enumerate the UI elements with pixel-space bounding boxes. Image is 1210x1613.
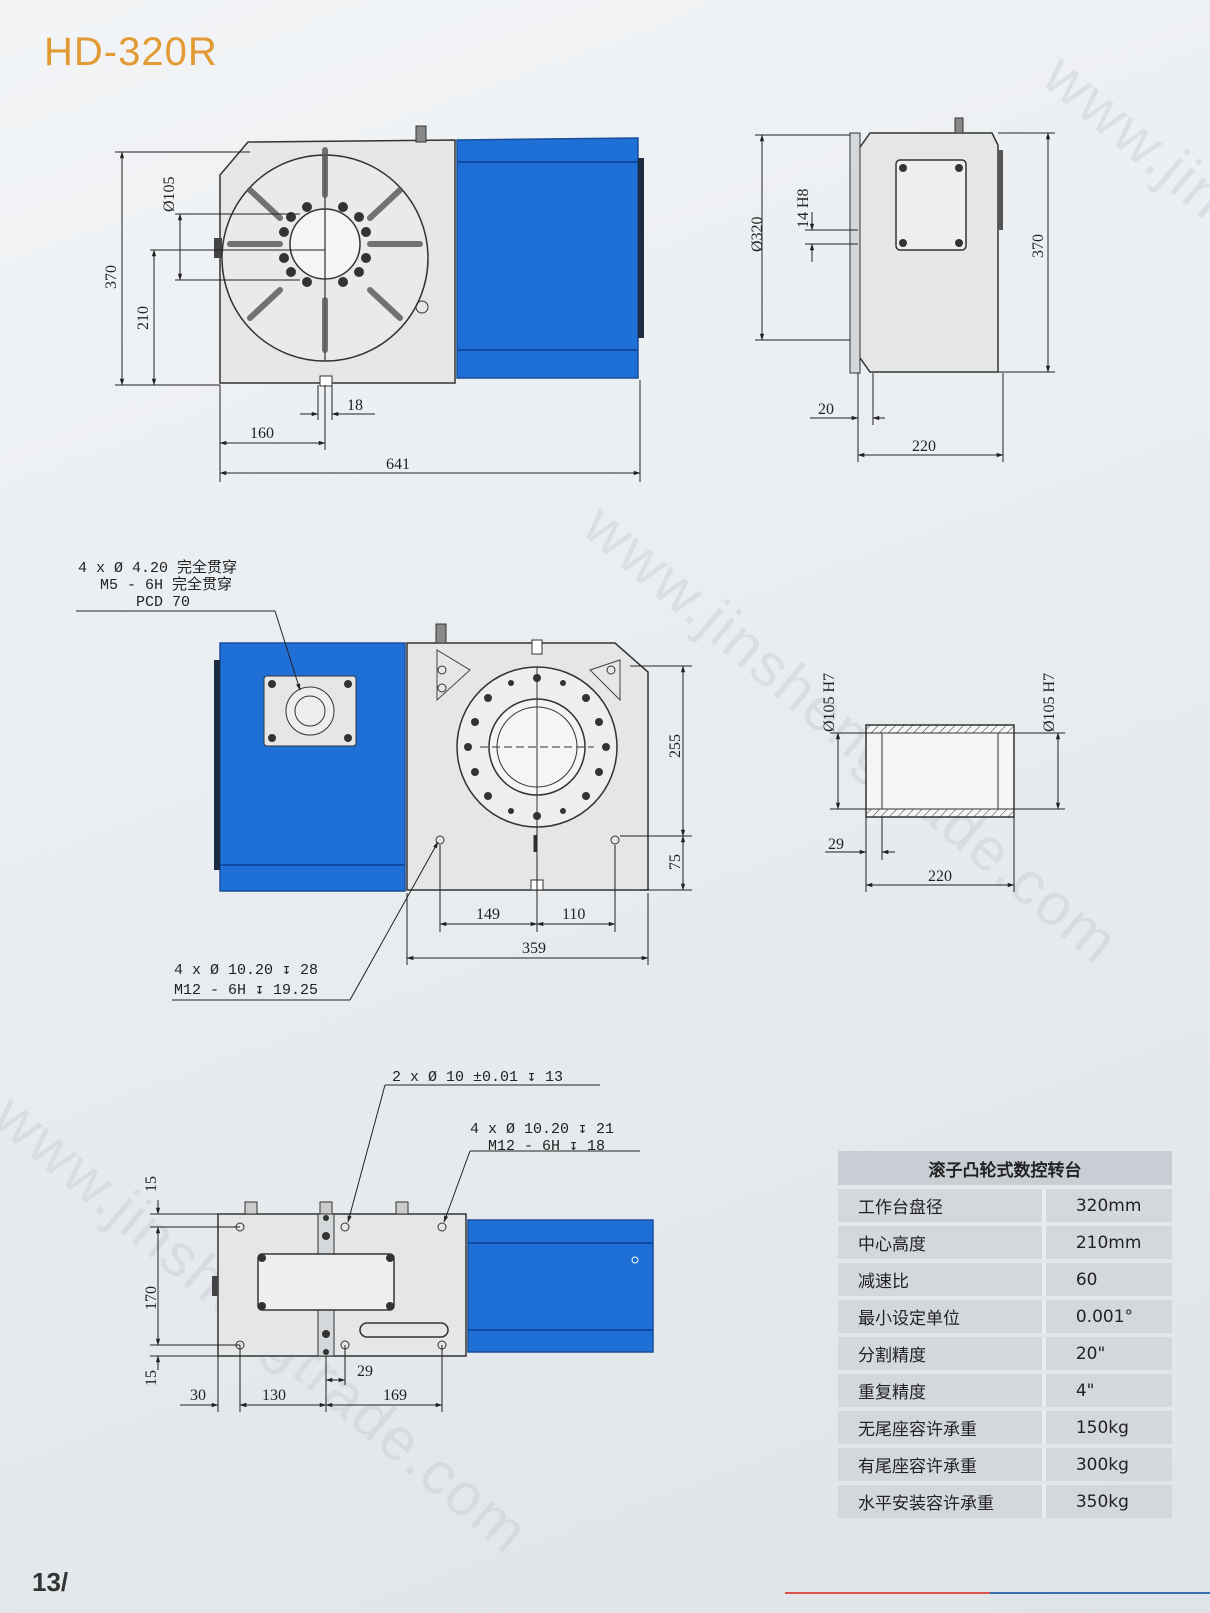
rear-note-top-line2: M5 - 6H 完全贯穿 bbox=[100, 575, 232, 594]
spec-label: 无尾座容许承重 bbox=[838, 1411, 1042, 1444]
spec-table-heading: 滚子凸轮式数控转台 bbox=[838, 1151, 1172, 1185]
dim-section-bore-left: Ø105 H7 bbox=[821, 673, 838, 732]
spec-label: 减速比 bbox=[838, 1263, 1042, 1296]
dim-top-bottom: 15 bbox=[143, 1370, 160, 1386]
dim-top-top: 15 bbox=[143, 1176, 160, 1192]
rear-note-top-line3: PCD 70 bbox=[136, 594, 190, 611]
spec-label: 重复精度 bbox=[838, 1374, 1042, 1407]
rear-view-casting bbox=[406, 623, 649, 891]
dim-side-key-slot: 14 H8 bbox=[795, 188, 812, 228]
dim-rear-upper: 255 bbox=[667, 734, 684, 758]
spec-value: 60 bbox=[1041, 1263, 1172, 1296]
dim-rear-lower: 75 bbox=[667, 854, 684, 870]
spec-label: 中心高度 bbox=[838, 1226, 1042, 1259]
page-title: HD-320R bbox=[44, 30, 218, 74]
spec-label: 工作台盘径 bbox=[838, 1189, 1042, 1222]
dim-top-d: 169 bbox=[383, 1387, 407, 1404]
spec-label: 分割精度 bbox=[838, 1337, 1042, 1370]
dim-rear-width: 359 bbox=[522, 940, 546, 957]
dim-top-b: 130 bbox=[262, 1387, 286, 1404]
spec-value: 210mm bbox=[1041, 1226, 1172, 1259]
top-view: 2 x Ø 10 ±0.01 ↧ 13 4 x Ø 10.20 ↧ 21 M12… bbox=[143, 1069, 654, 1412]
footer-rule-blue bbox=[990, 1592, 1210, 1594]
spec-label: 水平安装容许承重 bbox=[838, 1485, 1042, 1518]
dim-front-slot-width: 18 bbox=[347, 397, 363, 414]
spec-label: 有尾座容许承重 bbox=[838, 1448, 1042, 1481]
top-view-casting bbox=[212, 1201, 467, 1357]
spec-value: 4" bbox=[1041, 1374, 1172, 1407]
dim-front-overall-height: 370 bbox=[103, 265, 120, 289]
dim-top-a: 30 bbox=[190, 1387, 206, 1404]
dim-section-offset: 29 bbox=[828, 836, 844, 853]
spec-value: 0.001° bbox=[1041, 1300, 1172, 1333]
dim-front-center-height: 210 bbox=[135, 306, 152, 330]
spec-value: 350kg bbox=[1041, 1485, 1172, 1518]
spec-table-header-row: 滚子凸轮式数控转台 bbox=[838, 1151, 1172, 1185]
spec-value: 150kg bbox=[1041, 1411, 1172, 1444]
dim-side-offset: 20 bbox=[818, 401, 834, 418]
rear-note-bottom-line2: M12 - 6H ↧ 19.25 bbox=[174, 982, 318, 999]
dim-section-bore-right: Ø105 H7 bbox=[1041, 673, 1058, 732]
section-view: Ø105 H7 Ø105 H7 29 220 bbox=[821, 673, 1065, 892]
rear-note-top-line1: 4 x Ø 4.20 完全贯穿 bbox=[78, 558, 237, 577]
dim-side-width: 220 bbox=[912, 438, 936, 455]
front-view-casting bbox=[214, 125, 456, 387]
rear-note-bottom-line1: 4 x Ø 10.20 ↧ 28 bbox=[174, 962, 318, 979]
front-view-motor-housing bbox=[456, 137, 644, 379]
rear-view-motor-housing bbox=[214, 642, 406, 892]
spec-value: 320mm bbox=[1041, 1189, 1172, 1222]
dim-front-total-length: 641 bbox=[386, 456, 410, 473]
spec-value: 20" bbox=[1041, 1337, 1172, 1370]
dim-top-c: 29 bbox=[357, 1363, 373, 1380]
top-note-pin: 2 x Ø 10 ±0.01 ↧ 13 bbox=[392, 1069, 563, 1086]
page-number: 13/ bbox=[32, 1567, 69, 1597]
dim-front-center-offset: 160 bbox=[250, 425, 274, 442]
top-note-holes-line2: M12 - 6H ↧ 18 bbox=[488, 1138, 605, 1155]
dim-side-height: 370 bbox=[1030, 234, 1047, 258]
top-note-holes-line1: 4 x Ø 10.20 ↧ 21 bbox=[470, 1121, 614, 1138]
rear-view: 4 x Ø 4.20 完全贯穿 M5 - 6H 完全贯穿 PCD 70 4 x … bbox=[76, 558, 692, 1001]
dim-side-table-dia: Ø320 bbox=[749, 216, 766, 252]
side-view: Ø320 14 H8 370 20 220 bbox=[749, 117, 1055, 462]
dim-rear-right: 110 bbox=[562, 906, 585, 923]
dim-rear-left: 149 bbox=[476, 906, 500, 923]
dim-front-bore: Ø105 bbox=[161, 176, 178, 212]
spec-label: 最小设定单位 bbox=[838, 1300, 1042, 1333]
top-view-motor-housing bbox=[467, 1219, 654, 1353]
dim-top-middle: 170 bbox=[143, 1286, 160, 1310]
front-view: 370 210 Ø105 18 160 641 bbox=[103, 125, 644, 482]
footer-rule-red bbox=[785, 1592, 990, 1594]
dim-section-width: 220 bbox=[928, 868, 952, 885]
spec-value: 300kg bbox=[1041, 1448, 1172, 1481]
